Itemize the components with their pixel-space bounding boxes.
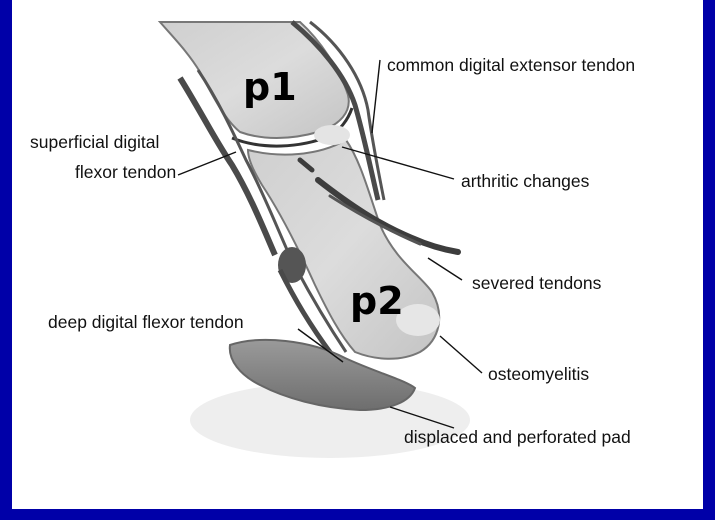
label-superficial-flexor-1: superficial digital — [30, 132, 159, 152]
label-severed: severed tendons — [472, 273, 602, 293]
leader-extensor — [372, 60, 380, 133]
label-superficial-flexor-2: flexor tendon — [75, 162, 176, 182]
label-pad: displaced and perforated pad — [404, 427, 631, 447]
p2-label: p2 — [350, 279, 404, 323]
label-deep-flexor: deep digital flexor tendon — [48, 312, 244, 332]
label-osteomyelitis: osteomyelitis — [488, 364, 589, 384]
label-arthritic: arthritic changes — [461, 171, 590, 191]
p1-label: p1 — [243, 65, 297, 109]
leader-superficial — [178, 152, 236, 175]
label-common-extensor: common digital extensor tendon — [387, 55, 635, 75]
arthritic-area — [314, 125, 350, 145]
leader-osteomyelitis — [440, 336, 482, 373]
leader-severed — [428, 258, 462, 280]
